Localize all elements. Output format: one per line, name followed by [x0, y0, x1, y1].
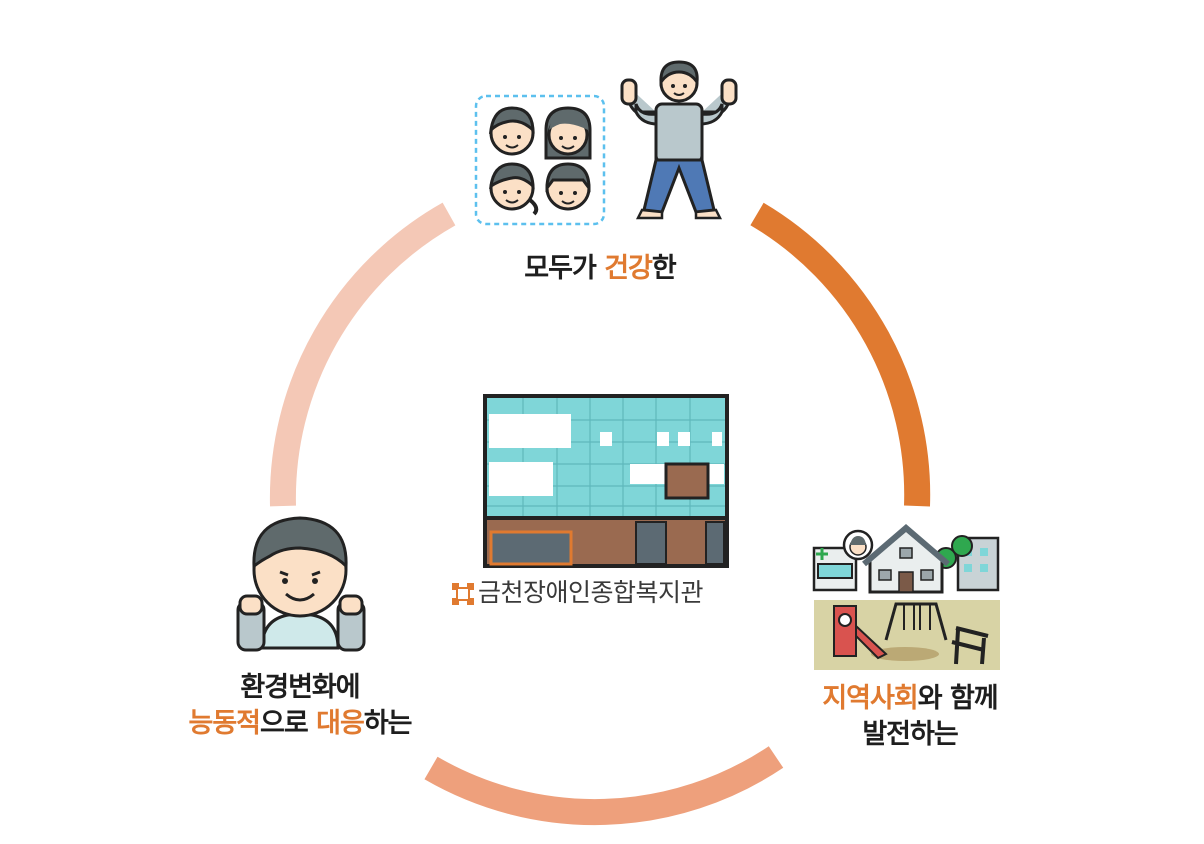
- item-label-left: 환경변화에 능동적으로 대응하는: [188, 672, 413, 739]
- face-4: [545, 162, 591, 211]
- community-town-icon: [812, 524, 1000, 670]
- item-label-top: 모두가 건강한: [524, 253, 676, 284]
- arc-bottom: [424, 746, 784, 826]
- welfare-center-logo-icon: [450, 581, 476, 607]
- arc-right: [750, 202, 931, 507]
- face-3: [489, 162, 539, 216]
- center-name: 금천장애인종합복지관: [478, 578, 704, 607]
- people-healthy-icon: [474, 60, 738, 226]
- strong-person: [620, 60, 738, 220]
- item-label-right: 지역사회와 함께 발전하는: [822, 683, 998, 750]
- face-1: [488, 106, 535, 156]
- adaptive-person-icon: [236, 516, 366, 652]
- cycle-ring: [269, 202, 931, 826]
- arc-left: [269, 202, 456, 507]
- face-2: [544, 106, 592, 160]
- welfare-center-building: [483, 394, 729, 568]
